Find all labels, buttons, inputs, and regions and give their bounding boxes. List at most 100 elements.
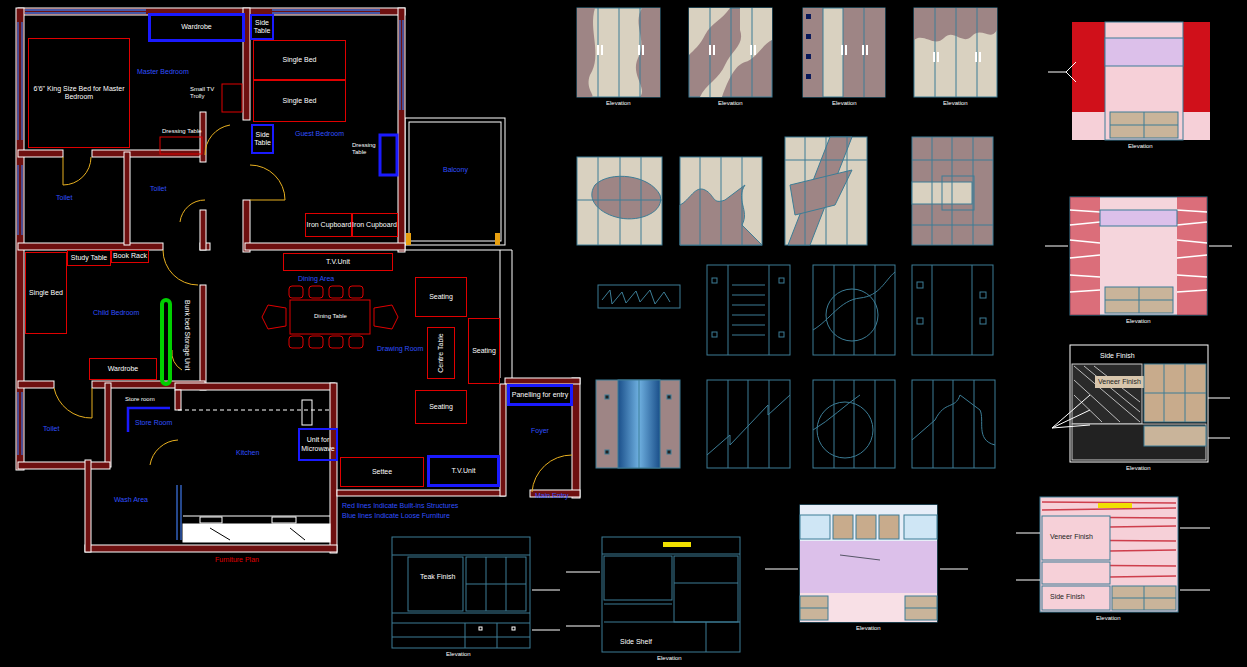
drawing-line bbox=[731, 8, 732, 97]
drawing-rect bbox=[309, 286, 323, 298]
furniture-box: Seating bbox=[415, 277, 467, 317]
room-label: Elevation bbox=[943, 100, 968, 107]
drawing-rect bbox=[349, 286, 363, 298]
room-label: Dining Table bbox=[314, 313, 347, 320]
wardrobe-designs-row2 bbox=[577, 137, 993, 245]
furniture-box: Book Rack bbox=[111, 250, 149, 263]
drawing-rect bbox=[667, 450, 671, 454]
furniture-box: Side Table bbox=[251, 124, 274, 154]
drawing-line bbox=[912, 160, 993, 161]
drawing-line bbox=[1016, 580, 1040, 581]
furniture-box: Seating bbox=[468, 318, 500, 384]
drawing-rect bbox=[405, 118, 505, 245]
drawing-rect bbox=[1144, 364, 1206, 422]
room-label: Bunk bed Storage Unit bbox=[183, 300, 191, 370]
drawing-rect bbox=[806, 34, 811, 39]
drawing-line bbox=[742, 157, 743, 245]
drawing-line bbox=[706, 622, 707, 652]
drawing-rect bbox=[905, 596, 937, 620]
furniture-name: Side Table bbox=[252, 19, 272, 35]
furniture-box: Side Table bbox=[250, 14, 274, 40]
drawing-path bbox=[374, 305, 398, 329]
drawing-rect bbox=[800, 505, 937, 622]
drawing-line bbox=[1208, 438, 1230, 439]
drawing-line bbox=[953, 380, 954, 468]
drawing-rect bbox=[1098, 503, 1132, 508]
drawing-rect bbox=[1072, 364, 1142, 424]
drawing-rect bbox=[302, 400, 312, 425]
drawing-line bbox=[392, 623, 530, 624]
drawing-line bbox=[17, 392, 18, 455]
drawing-line bbox=[272, 9, 380, 10]
drawing-rect bbox=[1072, 112, 1210, 140]
drawing-rect bbox=[85, 545, 337, 552]
furniture-box: Iron Cupboard bbox=[305, 213, 353, 237]
drawing-rect bbox=[495, 233, 500, 245]
drawing-rect bbox=[917, 318, 923, 324]
drawing-rect bbox=[124, 152, 130, 245]
furniture-box: Single Bed bbox=[25, 252, 67, 334]
room-label: Elevation bbox=[1128, 143, 1153, 150]
furniture-name: T.V.Unit bbox=[326, 258, 350, 266]
drawing-rect bbox=[598, 285, 680, 308]
drawing-line bbox=[272, 12, 380, 13]
drawing-rect bbox=[500, 384, 506, 496]
drawing-line bbox=[25, 9, 146, 10]
drawing-rect bbox=[917, 282, 923, 288]
drawing-rect bbox=[479, 627, 482, 630]
furniture-name: Unit for Microwave bbox=[300, 436, 336, 452]
drawing-path bbox=[790, 170, 852, 215]
drawing-line bbox=[1144, 112, 1145, 138]
drawing-rect bbox=[596, 380, 680, 468]
room-label: Toilet bbox=[150, 185, 166, 193]
drawing-rect bbox=[408, 557, 463, 611]
furniture-box: Study Table bbox=[67, 250, 111, 266]
room-label: Main Entry bbox=[535, 492, 568, 500]
drawing-path bbox=[532, 455, 572, 492]
furniture-box: Wardrobe bbox=[89, 358, 157, 380]
drawing-line bbox=[933, 380, 934, 468]
drawing-line bbox=[1139, 287, 1140, 313]
drawing-line bbox=[180, 485, 181, 540]
furniture-name: Seating bbox=[429, 293, 453, 301]
drawing-line bbox=[21, 165, 22, 235]
drawing-line bbox=[402, 20, 403, 110]
drawing-rect bbox=[912, 137, 993, 245]
furniture-name: T.V.Unit bbox=[452, 467, 476, 475]
drawing-line bbox=[700, 157, 701, 245]
drawing-line bbox=[732, 315, 765, 316]
room-label: Side Finish bbox=[1100, 352, 1135, 360]
drawing-rect bbox=[689, 8, 772, 97]
yellow-marker bbox=[663, 542, 691, 547]
drawing-path bbox=[180, 200, 205, 222]
room-label: Elevation bbox=[446, 651, 471, 658]
drawing-line bbox=[290, 528, 305, 540]
room-label: Toilet bbox=[43, 425, 59, 433]
drawing-rect bbox=[1095, 376, 1145, 388]
right-elevations bbox=[1016, 22, 1232, 612]
drawing-rect bbox=[980, 292, 986, 298]
drawing-rect bbox=[200, 285, 206, 390]
furniture-name: Centre Table bbox=[437, 333, 445, 373]
drawing-rect bbox=[712, 278, 717, 283]
drawing-line bbox=[466, 584, 526, 585]
drawing-rect bbox=[245, 243, 405, 250]
room-label: Drawing Room bbox=[377, 345, 423, 353]
drawing-line bbox=[732, 335, 765, 336]
drawing-line bbox=[710, 8, 711, 97]
drawing-line bbox=[641, 157, 642, 245]
drawing-path bbox=[1048, 62, 1076, 82]
room-label: Elevation bbox=[1126, 318, 1151, 325]
drawing-rect bbox=[406, 233, 411, 245]
drawing-rect bbox=[833, 515, 853, 539]
drawing-rect bbox=[289, 336, 303, 348]
drawing-line bbox=[604, 604, 672, 605]
drawing-line bbox=[932, 137, 933, 245]
drawing-rect bbox=[1105, 22, 1183, 140]
drawing-line bbox=[728, 380, 729, 468]
furniture-box: Single Bed bbox=[253, 80, 346, 122]
drawing-rect bbox=[712, 332, 717, 337]
drawing-rect bbox=[1100, 210, 1177, 226]
furniture-box: Iron Cupboard bbox=[351, 213, 398, 237]
drawing-rect bbox=[709, 45, 711, 55]
